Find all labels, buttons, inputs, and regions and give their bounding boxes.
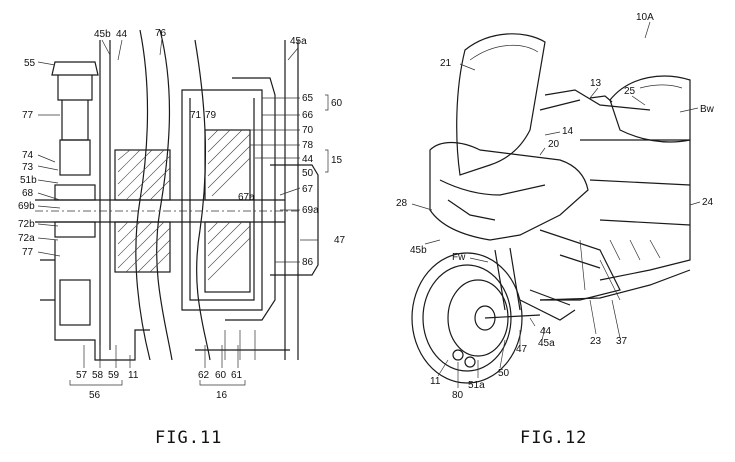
fig11-drawing (35, 29, 319, 361)
label-fig12-14: 23 (590, 336, 602, 347)
label-fig11-25: 72a (18, 233, 35, 244)
label-fig11-19: 68 (22, 188, 34, 199)
label-fig11-22: 69b (18, 201, 35, 212)
label-fig11-27: 77 (22, 247, 34, 258)
label-fig12-12: 47 (516, 344, 528, 355)
label-fig11-37: 16 (216, 390, 228, 401)
label-fig11-36: 61 (231, 370, 243, 381)
label-fig12-10: Fw (452, 252, 466, 263)
label-fig12-3: 25 (624, 86, 636, 97)
label-fig11-14: 15 (331, 155, 343, 166)
label-fig12-11: 44 (540, 326, 552, 337)
fig11-caption: FIG.11 (155, 428, 222, 448)
label-fig12-5: 14 (562, 126, 574, 137)
label-fig11-35: 60 (215, 370, 227, 381)
label-fig11-26: 47 (334, 235, 346, 246)
label-fig12-17: 80 (452, 390, 464, 401)
label-fig11-11: 70 (302, 125, 314, 136)
label-fig11-2: 44 (116, 29, 128, 40)
fig11-labels: 55 45b 44 76 45a 77 65 60 71 79 66 70 78… (18, 28, 346, 401)
label-fig11-30: 58 (92, 370, 104, 381)
label-fig11-4: 45a (290, 36, 307, 47)
label-fig11-1: 45b (94, 29, 111, 40)
label-fig11-8: 71 (190, 110, 202, 121)
label-fig11-16: 74 (22, 150, 34, 161)
label-fig12-8: 24 (702, 197, 714, 208)
fig12-caption: FIG.12 (520, 428, 587, 448)
label-fig11-24: 72b (18, 219, 35, 230)
fig11-leaders (37, 37, 329, 386)
label-fig11-13: 44 (302, 154, 314, 165)
label-fig11-0: 55 (24, 58, 36, 69)
label-fig11-7: 60 (331, 98, 343, 109)
label-fig12-6: 20 (548, 139, 560, 150)
label-fig11-32: 56 (89, 390, 101, 401)
label-fig12-9: 45b (410, 245, 427, 256)
label-fig12-15: 37 (616, 336, 628, 347)
label-fig11-31: 59 (108, 370, 120, 381)
label-fig12-1: 21 (440, 58, 452, 69)
label-fig11-3: 76 (155, 28, 167, 39)
fig12-labels: 10A 21 13 25 Bw 14 20 28 24 45b Fw 44 47… (396, 12, 715, 401)
label-fig11-20: 67a (238, 192, 255, 203)
label-fig11-9: 79 (205, 110, 217, 121)
label-fig11-34: 62 (198, 370, 210, 381)
label-fig11-29: 57 (76, 370, 88, 381)
label-fig12-4: Bw (700, 104, 715, 115)
label-fig11-33: 11 (128, 370, 139, 381)
label-fig12-16: 11 (430, 376, 441, 387)
label-fig12-18: 51a (468, 380, 485, 391)
label-fig11-17: 73 (22, 162, 34, 173)
label-fig12-19: 50 (498, 368, 510, 379)
label-fig11-15: 50 (302, 168, 314, 179)
label-fig11-21: 67 (302, 184, 314, 195)
label-fig11-10: 66 (302, 110, 314, 121)
label-fig11-18: 51b (20, 175, 37, 186)
label-fig11-6: 65 (302, 93, 314, 104)
fig12-leaders (411, 21, 701, 388)
label-fig11-12: 78 (302, 140, 314, 151)
label-fig12-7: 28 (396, 198, 408, 209)
label-fig11-23: 69a (302, 205, 319, 216)
label-fig12-2: 13 (590, 78, 602, 89)
fig12-drawing (411, 33, 691, 384)
label-fig11-28: 86 (302, 257, 314, 268)
label-fig12-0: 10A (636, 12, 654, 23)
label-fig11-5: 77 (22, 110, 34, 121)
label-fig12-13: 45a (538, 338, 555, 349)
